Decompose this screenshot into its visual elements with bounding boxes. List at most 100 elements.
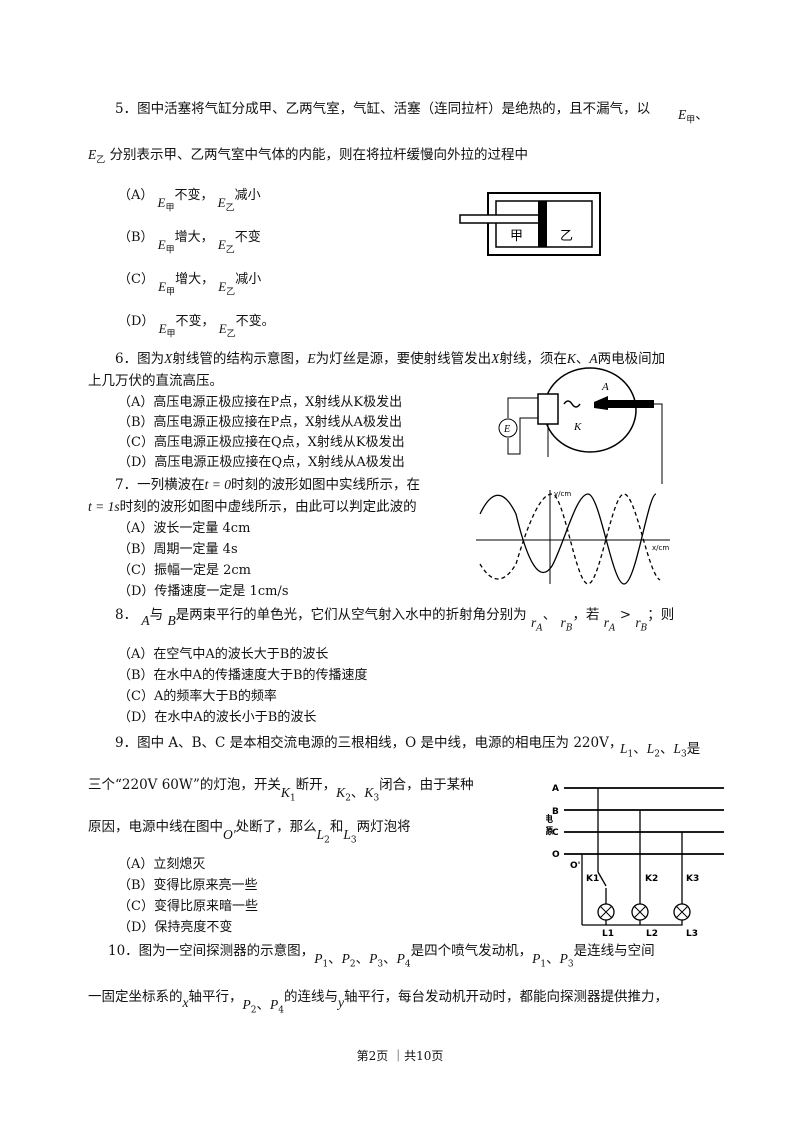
chamber-yi-label: 乙	[560, 229, 573, 244]
q6-var: A	[589, 351, 598, 366]
q9-line1: 9．图中 A、B、C 是本相交流电源的三根相线，O 是中线，电源的相电压为 22…	[115, 734, 622, 752]
q8-text: 8．	[115, 607, 138, 623]
q7-text: 时刻的波形如图中虚线所示，由此可以判定此波的	[119, 499, 417, 515]
q9-text: 三个“220V 60W”的灯泡，开关	[88, 777, 281, 793]
q6-var: X	[164, 351, 173, 366]
q9-option-a: （A）立刻熄灭	[118, 857, 206, 872]
q10-var: x	[182, 995, 189, 1010]
option-text: 不变，	[174, 188, 214, 203]
cathode-label: K	[573, 421, 582, 433]
q10-text: 是连线与空间	[573, 943, 655, 959]
option-label: （C）	[118, 272, 154, 287]
piston	[538, 201, 547, 247]
lamp-l2-label: L2	[646, 929, 658, 939]
solid-wave	[479, 493, 657, 585]
line-b-label: B	[552, 807, 559, 817]
q6-text: 、	[575, 351, 590, 367]
anode-lead	[654, 403, 663, 484]
switch-k1	[597, 871, 607, 887]
q9-text: 两灯泡将	[356, 819, 411, 835]
x-axis-label: x/cm	[652, 544, 669, 552]
option-text: 不变	[234, 230, 261, 245]
option-text: 增大，	[175, 272, 215, 287]
xray-tube-figure: A K E	[498, 367, 663, 484]
q5-text2: 分别表示甲、乙两气室中气体的内能，则在将拉杆缓慢向外拉的过程中	[109, 147, 529, 163]
lamp-l3-label: L3	[686, 929, 698, 939]
q7-option-a: （A）波长一定量 4cm	[118, 521, 251, 536]
q10-text: 10．图为一空间探测器的示意图，	[108, 943, 315, 959]
q5-option-a: （A） E甲不变， E乙减小	[118, 188, 261, 214]
q10-text: 的连线与	[283, 989, 338, 1005]
q7-line2: t = 1s时刻的波形如图中虚线所示，由此可以判定此波的	[88, 498, 417, 516]
q8-var: A	[141, 613, 150, 628]
q9-line3: 原因，电源中线在图中O'处断了，那么L2和L3两灯泡将	[88, 819, 411, 846]
line-o-label: O	[552, 850, 560, 860]
q9-text: 9．图中 A、B、C 是本相交流电源的三根相线，O 是中线，电源的相电压为 22…	[115, 735, 623, 751]
q8-var: B	[167, 613, 176, 628]
option-text: 减小	[234, 188, 261, 203]
option-text: 不变。	[235, 314, 275, 329]
lamp-l3-cross	[675, 905, 689, 919]
q5-line2: E乙 分别表示甲、乙两气室中气体的内能，则在将拉杆缓慢向外拉的过程中	[88, 147, 529, 166]
source-label-1: 电	[546, 813, 553, 825]
line-c-label: C	[552, 828, 559, 838]
q6-text: 两电极间加	[597, 351, 666, 367]
tube-neck	[537, 393, 559, 425]
q8-option-b: （B）在水中A的传播速度大于B的传播速度	[118, 668, 368, 683]
q7-text: 7．一列横波在	[115, 477, 205, 493]
q6-option-a: （A）高压电源正极应接在P点，X射线从K极发出	[118, 395, 403, 410]
q8-text: 是两束平行的单色光，它们从空气射入水中的折射角分别为	[175, 607, 527, 623]
q10-text: 是四个喷气发动机，	[410, 943, 533, 959]
lamp-l1-label: L1	[602, 929, 614, 939]
q9-option-c: （C）变得比原来暗一些	[118, 899, 258, 914]
q8-text: ，若	[572, 607, 600, 623]
q7-var: t = 0	[204, 477, 231, 492]
filament-wire-top	[507, 397, 538, 418]
filament-source	[498, 418, 518, 438]
q8-text: ；则	[647, 607, 675, 623]
q10-text: 轴平行，每台发动机开动时，都能向探测器提供推力，	[343, 989, 668, 1005]
q6-var: K	[566, 351, 576, 366]
q8-text: 与	[149, 607, 164, 623]
q8-text: 、	[542, 607, 557, 623]
chamber-jia-label: 甲	[510, 229, 523, 244]
option-label: （D）	[118, 314, 155, 329]
q10-text: 一固定坐标系的	[88, 989, 183, 1005]
q6-option-d: （D）高压电源正极应接在Q点，X射线从A极发出	[118, 455, 405, 470]
q9-text: 断开，	[295, 777, 337, 793]
q8-option-c: （C）A的频率大于B的频率	[118, 689, 277, 704]
lamp-l1-cross	[599, 905, 613, 919]
option-text: 不变，	[175, 314, 215, 329]
q7-option-c: （C）振幅一定是 2cm	[118, 563, 251, 578]
q9-text: 和	[329, 819, 344, 835]
anode-rod	[608, 400, 654, 408]
q9-line2: 三个“220V 60W”的灯泡，开关K1断开，K2、K3闭合，由于某种	[88, 777, 474, 804]
q9-text: 原因，电源中线在图中	[88, 819, 223, 835]
q8-option-a: （A）在空气中A的波长大于B的波长	[118, 647, 329, 662]
q5-e-jia: E甲、	[678, 107, 709, 126]
q7-option-d: （D）传播速度一定是 1cm/s	[118, 584, 289, 599]
q10-line2: 一固定坐标系的x轴平行，P2、P4的连线与y轴平行，每台发动机开动时，都能向探测…	[88, 989, 668, 1016]
q5-sep: 、	[695, 107, 709, 123]
switch-k3-label: K3	[686, 874, 699, 884]
q6-option-b: （B）高压电源正极应接在P点，X射线从A极发出	[118, 415, 402, 430]
q5-option-b: （B） E甲增大， E乙不变	[118, 230, 261, 256]
filament-coil	[563, 400, 581, 408]
filament-wire-bottom	[507, 417, 538, 455]
q10-var: y	[337, 995, 344, 1010]
line-a-label: A	[552, 784, 559, 794]
q7-line1: 7．一列横波在t = 0时刻的波形如图中实线所示，在	[115, 476, 420, 494]
q6-var: X	[491, 351, 500, 366]
q8-option-d: （D）在水中A的波长小于B的波长	[118, 710, 317, 725]
q5-text: 5．图中活塞将气缸分成甲、乙两气室，气缸、活塞（连同拉杆）是绝热的，且不漏气，以	[115, 101, 651, 117]
q10-line1: 10．图为一空间探测器的示意图，P1、P2、P3、P4是四个喷气发动机，P1、P…	[108, 943, 655, 970]
q9-text: 是	[686, 741, 701, 757]
break-point-label: O'	[570, 861, 580, 871]
q6-option-c: （C）高压电源正极应接在Q点，X射线从K极发出	[118, 435, 405, 450]
switch-k1-label: K1	[586, 874, 599, 884]
cylinder-figure: 甲 乙	[459, 192, 601, 256]
q6-text: 为灯丝是源，要使射线管发出	[315, 351, 492, 367]
q5-option-c: （C） E甲增大， E乙减小	[118, 272, 262, 298]
q8-line1: 8． A与 B是两束平行的单色光，它们从空气射入水中的折射角分别为 rA、 rB…	[115, 607, 675, 634]
dashed-wave	[479, 493, 661, 585]
